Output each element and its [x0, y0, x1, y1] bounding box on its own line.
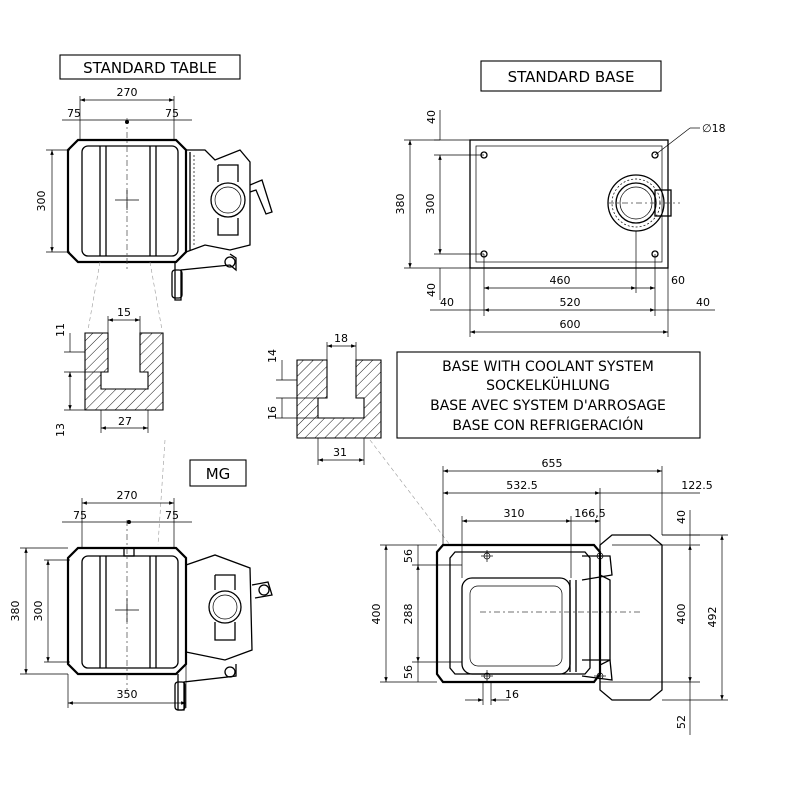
table-dim-75b: 75 [165, 107, 179, 120]
coolant-dim-288: 288 [402, 604, 415, 625]
slot-large-dim-16: 16 [266, 406, 279, 420]
label-standard-base: STANDARD BASE [480, 60, 662, 92]
base-dim-460: 460 [550, 274, 571, 287]
coolant-dim-400-right: 400 [675, 604, 688, 625]
slot-large-dim-18: 18 [334, 332, 348, 345]
standard-base-title: STANDARD BASE [508, 68, 635, 86]
base-dim-40-right: 40 [696, 296, 710, 309]
standard-table-drawing: 270 75 75 300 [35, 86, 273, 331]
mg-dim-270: 270 [117, 489, 138, 502]
mg-dim-380: 380 [9, 601, 22, 622]
coolant-dim-122: 122.5 [681, 479, 713, 492]
base-dim-hole: ∅18 [702, 122, 726, 135]
coolant-title-en: BASE WITH COOLANT SYSTEM [442, 359, 654, 375]
coolant-title-de: SOCKELKÜHLUNG [486, 376, 610, 394]
coolant-dim-400-left: 400 [370, 604, 383, 625]
slot-large-dim-31: 31 [333, 446, 347, 459]
coolant-dim-40: 40 [675, 510, 688, 524]
slot-small-dim-13: 13 [54, 423, 67, 437]
coolant-dim-492: 492 [706, 607, 719, 628]
mg-dim-350: 350 [117, 688, 138, 701]
slot-small-dim-15: 15 [117, 306, 131, 319]
slot-section-large: 18 14 16 31 [266, 332, 451, 546]
slot-section-small: 15 11 13 27 [54, 306, 166, 546]
base-dim-520: 520 [560, 296, 581, 309]
coolant-dim-56-bottom: 56 [402, 665, 415, 679]
coolant-title-fr: BASE AVEC SYSTEM D'ARROSAGE [430, 398, 666, 414]
table-dim-270: 270 [117, 86, 138, 99]
mg-table-drawing: 270 75 75 380 300 350 [9, 489, 273, 711]
coolant-dim-52: 52 [675, 715, 688, 729]
base-dim-300: 300 [424, 194, 437, 215]
mg-dim-300: 300 [32, 601, 45, 622]
coolant-dim-655: 655 [542, 457, 563, 470]
coolant-dim-310: 310 [504, 507, 525, 520]
mg-title: MG [206, 465, 231, 483]
base-dim-40-top: 40 [425, 110, 438, 124]
base-dim-40-bottom: 40 [425, 283, 438, 297]
standard-base-drawing: 40 380 300 40 460 60 40 520 40 600 ∅18 [394, 110, 726, 337]
coolant-title-es: BASE CON REFRIGERACIÓN [452, 416, 643, 434]
mg-dim-75b: 75 [165, 509, 179, 522]
base-dim-380: 380 [394, 194, 407, 215]
coolant-base-drawing: 655 532.5 122.5 310 166,5 40 400 56 288 … [370, 457, 728, 735]
coolant-dim-166: 166,5 [574, 507, 606, 520]
table-dim-300: 300 [35, 191, 48, 212]
standard-table-title: STANDARD TABLE [83, 59, 217, 77]
slot-small-dim-11: 11 [54, 323, 67, 337]
base-dim-600: 600 [560, 318, 581, 331]
coolant-dim-16: 16 [505, 688, 519, 701]
base-dim-60: 60 [671, 274, 685, 287]
coolant-dim-532: 532.5 [506, 479, 538, 492]
coolant-dim-56-top: 56 [402, 549, 415, 563]
slot-large-dim-14: 14 [266, 349, 279, 363]
label-coolant: BASE WITH COOLANT SYSTEM SOCKELKÜHLUNG B… [396, 351, 701, 439]
slot-small-dim-27: 27 [118, 415, 132, 428]
table-dim-75a: 75 [67, 107, 81, 120]
label-standard-table: STANDARD TABLE [59, 54, 241, 80]
mg-dim-75a: 75 [73, 509, 87, 522]
label-mg: MG [189, 459, 247, 487]
base-dim-40-left: 40 [440, 296, 454, 309]
